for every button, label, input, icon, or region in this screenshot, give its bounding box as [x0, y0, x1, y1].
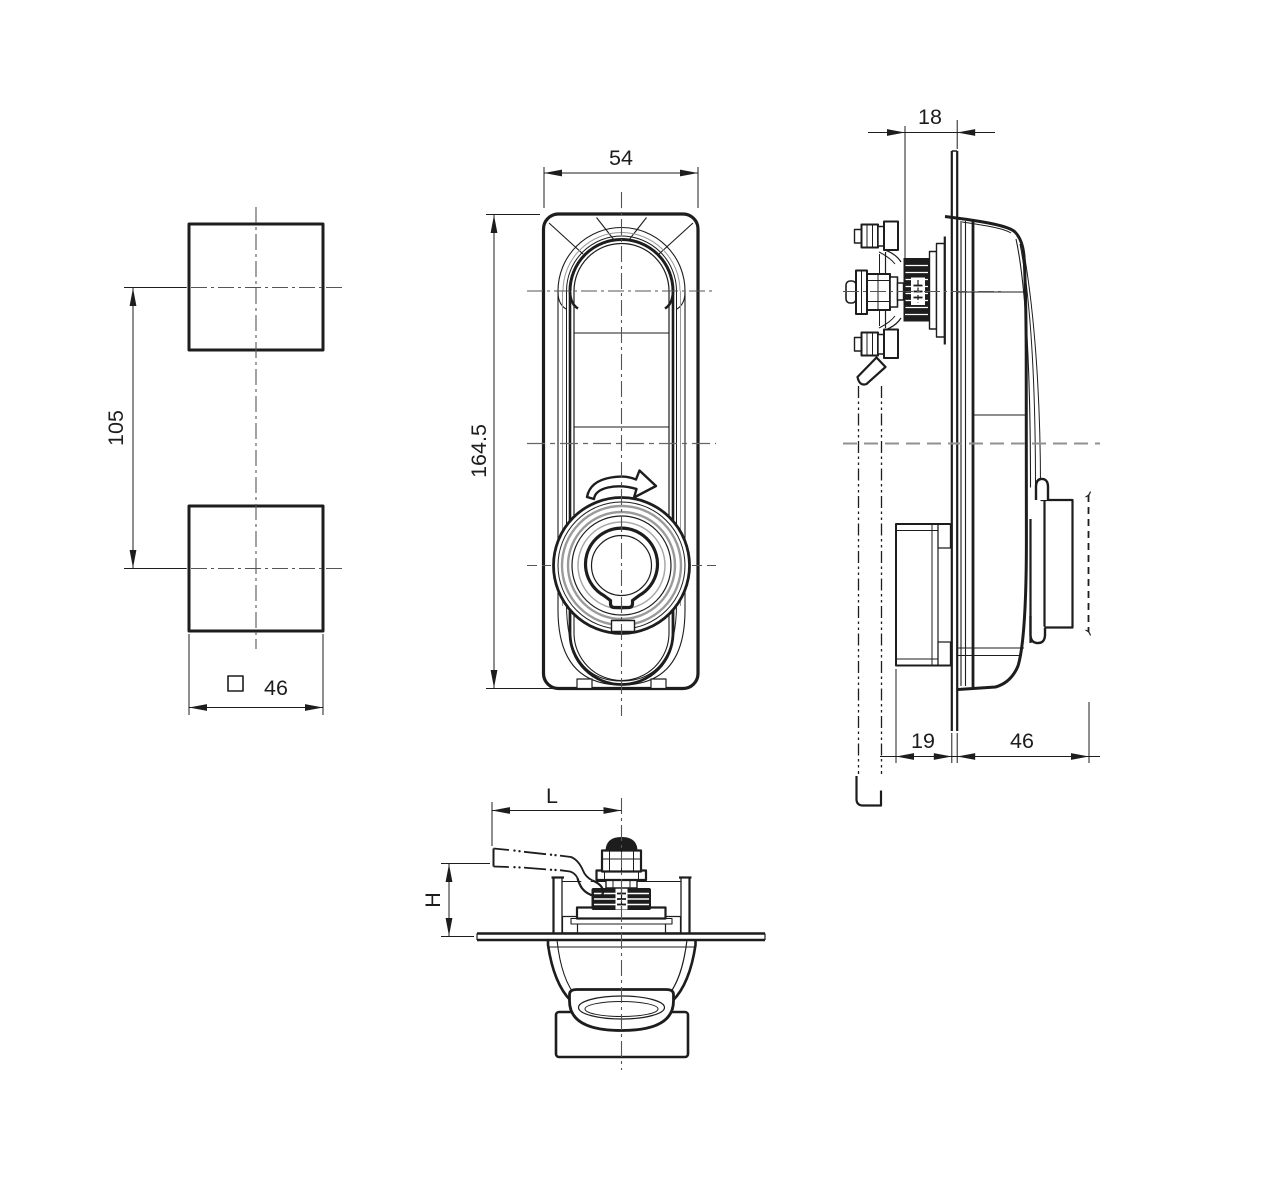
dim-square-size: 46	[188, 634, 324, 715]
threaded-bushing	[903, 236, 946, 345]
cylinder-detent	[610, 619, 636, 633]
fixing-bolt-bottom	[853, 328, 899, 359]
dim-spindle-spacing: 105	[104, 287, 186, 569]
view-bottom: L H	[421, 784, 766, 1070]
dim-text-body-width: 54	[609, 146, 633, 170]
dim-text-panel-to-grip: 18	[918, 105, 942, 129]
view-front: 54 164.5	[467, 146, 716, 716]
dim-body-height: 164.5	[467, 214, 612, 689]
dim-text-spindle-spacing: 105	[104, 410, 128, 446]
handle-side-inner-lines	[957, 219, 1041, 687]
locking-rod	[855, 356, 887, 807]
side-centerlines	[843, 290, 1100, 445]
dim-lever-offset: H	[421, 863, 490, 937]
spindle-dome-cap	[605, 837, 638, 852]
view-side: 18 19 46	[843, 105, 1100, 807]
square-symbol-icon	[227, 675, 244, 692]
dim-lever-length: L	[491, 784, 622, 846]
dim-panel-to-grip: 18	[868, 105, 995, 310]
dim-text-body-height: 164.5	[467, 424, 491, 478]
front-centerlines	[527, 192, 716, 716]
arrowhead-left	[189, 704, 207, 711]
arrowhead-down	[129, 550, 137, 568]
mounting-panel-edge	[950, 150, 959, 731]
dim-text-depth-behind: 19	[911, 729, 935, 753]
view-square-cutouts: 105 46	[104, 207, 346, 715]
dim-text-depth-front: 46	[1010, 729, 1034, 753]
arrowhead-up	[129, 288, 137, 306]
dim-depths: 19 46	[880, 669, 1100, 763]
dim-text-lever-length: L	[546, 784, 558, 808]
rear-clamp-bracket	[895, 523, 952, 667]
cam-lever	[492, 847, 605, 898]
dim-text-lever-offset: H	[421, 892, 445, 908]
dim-text-square-size: 46	[264, 676, 288, 700]
cam-nut-assembly	[845, 269, 905, 315]
dim-body-width: 54	[543, 146, 699, 208]
fixing-bolt-top	[853, 220, 899, 251]
arrowhead-right	[305, 704, 323, 711]
keyhole-icon	[583, 526, 660, 610]
handle-grip-end	[1029, 477, 1092, 645]
